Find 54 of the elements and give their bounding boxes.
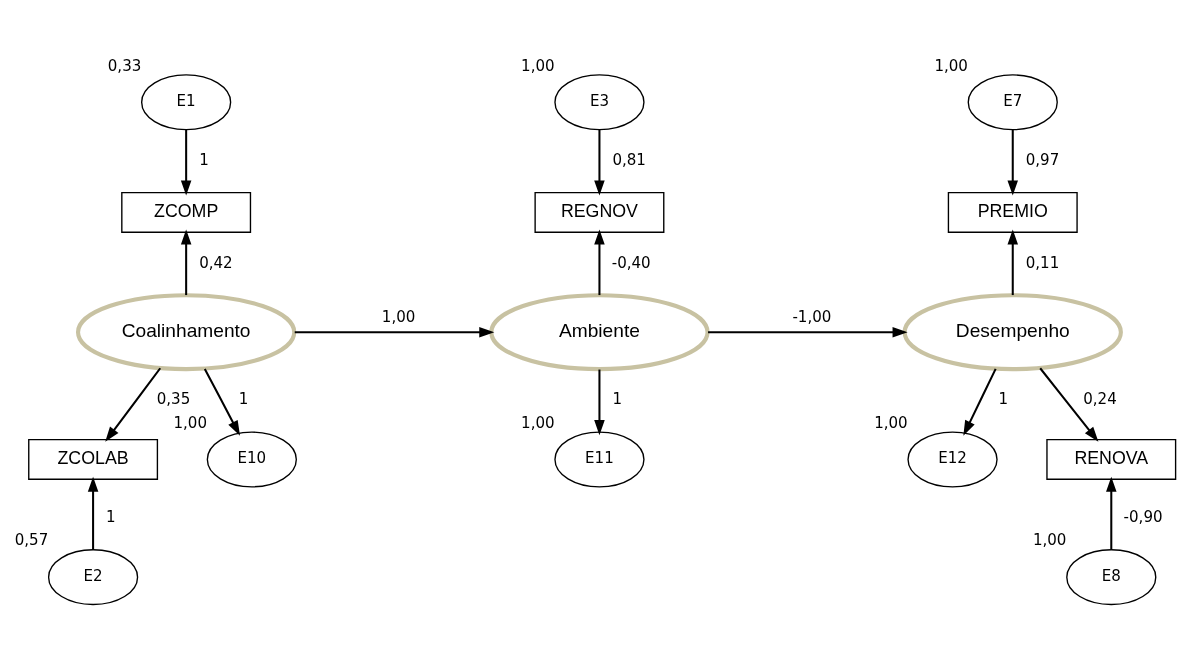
node-ellipse: E10 — [206, 430, 297, 487]
node-label: 0,57 — [14, 530, 49, 549]
arrow — [87, 476, 99, 549]
edge-label: 0,42 — [199, 253, 233, 272]
edge-label: 0,81 — [612, 150, 646, 169]
arrow — [1007, 129, 1019, 195]
node-label: 1,00 — [874, 413, 908, 432]
node-ellipse: E11 — [554, 430, 645, 487]
edge-label: 0,24 — [1083, 389, 1117, 408]
node-box: REGNOV — [534, 191, 665, 233]
arrow — [594, 229, 605, 295]
arrow — [105, 367, 162, 442]
edge-label: -0,90 — [1123, 507, 1163, 526]
edge-label: 1 — [106, 507, 116, 526]
node-label: 1,00 — [1032, 530, 1067, 549]
arrow — [708, 326, 908, 337]
edge-label: 0,11 — [1025, 253, 1060, 272]
edge-label: -1,00 — [792, 307, 832, 326]
node-ellipse: Ambiente — [489, 292, 710, 371]
arrow — [294, 326, 495, 337]
node-box: ZCOLAB — [28, 438, 159, 480]
node-label: 1,00 — [173, 413, 208, 432]
edge-label: 1 — [199, 150, 209, 169]
node-label: 0,33 — [107, 56, 142, 75]
node-ellipse: E2 — [47, 548, 139, 605]
node-box: PREMIO — [947, 191, 1078, 233]
edge-label: 1 — [998, 389, 1008, 408]
edge-label: 0,97 — [1025, 150, 1060, 169]
arrow — [594, 369, 605, 435]
arrow — [180, 229, 192, 295]
node-ellipse: Desempenho — [902, 292, 1123, 371]
node-label: 1,00 — [521, 56, 555, 75]
node-ellipse: E7 — [967, 73, 1058, 130]
edge-label: 0,35 — [156, 389, 191, 408]
node-ellipse: E8 — [1066, 548, 1157, 605]
edge-label: 1 — [238, 389, 249, 408]
node-box: RENOVA — [1046, 438, 1177, 480]
arrow — [1039, 367, 1099, 442]
node-label: 1,00 — [521, 413, 555, 432]
arrow — [594, 129, 605, 195]
node-ellipse: E12 — [907, 430, 998, 487]
edge-label: 1 — [612, 389, 623, 408]
node-ellipse: E3 — [554, 73, 645, 130]
arrow — [1007, 229, 1019, 295]
node-ellipse: Coalinhamento — [75, 292, 297, 371]
arrow — [180, 129, 192, 195]
node-label: 1,00 — [934, 56, 968, 75]
edge-label: 1,00 — [381, 307, 416, 326]
node-box: ZCOMP — [121, 191, 252, 233]
arrow — [203, 367, 240, 436]
arrow — [963, 367, 997, 436]
arrow — [1106, 476, 1117, 549]
node-ellipse: E1 — [141, 73, 232, 130]
edge-label: -0,40 — [611, 253, 651, 272]
